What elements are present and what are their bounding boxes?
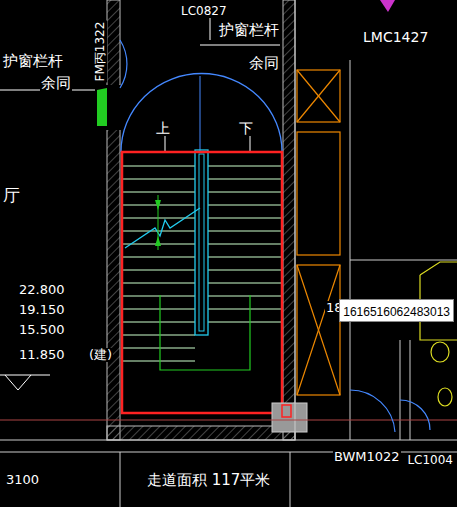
stair-tread xyxy=(208,296,282,297)
elevation: 15.500 xyxy=(18,323,66,337)
stair-tread xyxy=(208,257,282,258)
stair-tread xyxy=(208,283,282,284)
door-swing xyxy=(121,74,282,152)
stair-tread xyxy=(122,348,195,349)
stair-tread xyxy=(122,179,195,180)
note: (建) xyxy=(88,348,113,362)
stair-tread xyxy=(208,270,282,271)
stair-tread xyxy=(208,205,282,206)
stair-tread xyxy=(208,192,282,193)
stair-tread xyxy=(208,322,282,323)
window-tag: LC0827 xyxy=(180,5,228,18)
wall xyxy=(283,0,295,440)
stair-direction: 上 xyxy=(155,121,171,136)
stair-tread xyxy=(122,309,195,310)
window-tag: LC1004 xyxy=(406,454,454,467)
stair-tread xyxy=(122,257,195,258)
note: 护窗栏杆 xyxy=(218,22,280,39)
stair-tread xyxy=(208,244,282,245)
note: 余同 xyxy=(248,55,280,72)
stair-outline xyxy=(122,152,282,413)
stair-tread xyxy=(122,361,195,362)
stair-tread xyxy=(208,218,282,219)
stair-direction: 下 xyxy=(238,121,254,136)
stair-tread xyxy=(122,296,195,297)
window-frames xyxy=(297,70,340,395)
note: 护窗栏杆 xyxy=(2,53,64,70)
stair-tread xyxy=(208,166,282,167)
tooltip-text: 1616516062483013 xyxy=(343,305,450,319)
elevation: 19.150 xyxy=(18,303,66,317)
stair-tread xyxy=(208,309,282,310)
break-line xyxy=(125,208,200,248)
door-tag: FM丙1322 xyxy=(94,21,107,83)
stair-tread xyxy=(122,322,195,323)
door-tag: LMC1427 xyxy=(362,30,429,45)
wall xyxy=(107,0,120,440)
stair-tread xyxy=(122,166,195,167)
stair-tread xyxy=(208,231,282,232)
elevation: 11.850 xyxy=(18,348,66,362)
stair-tread xyxy=(122,283,195,284)
column xyxy=(272,403,307,432)
elevation: 22.800 xyxy=(18,283,66,297)
stair-tread xyxy=(208,179,282,180)
dimension: 3100 xyxy=(5,473,40,487)
area-note: 走道面积 117平米 xyxy=(146,472,271,489)
stair-tread xyxy=(122,335,195,336)
stair-tread xyxy=(122,192,195,193)
tooltip-box: 1616516062483013 xyxy=(339,299,454,322)
door-leaf xyxy=(97,88,107,126)
stair-tread xyxy=(122,270,195,271)
room-name: 厅 xyxy=(2,186,21,205)
handrail xyxy=(195,150,208,335)
note: 余同 xyxy=(40,75,72,92)
door-tag: BWM1022 xyxy=(333,450,401,464)
wall xyxy=(107,426,295,440)
